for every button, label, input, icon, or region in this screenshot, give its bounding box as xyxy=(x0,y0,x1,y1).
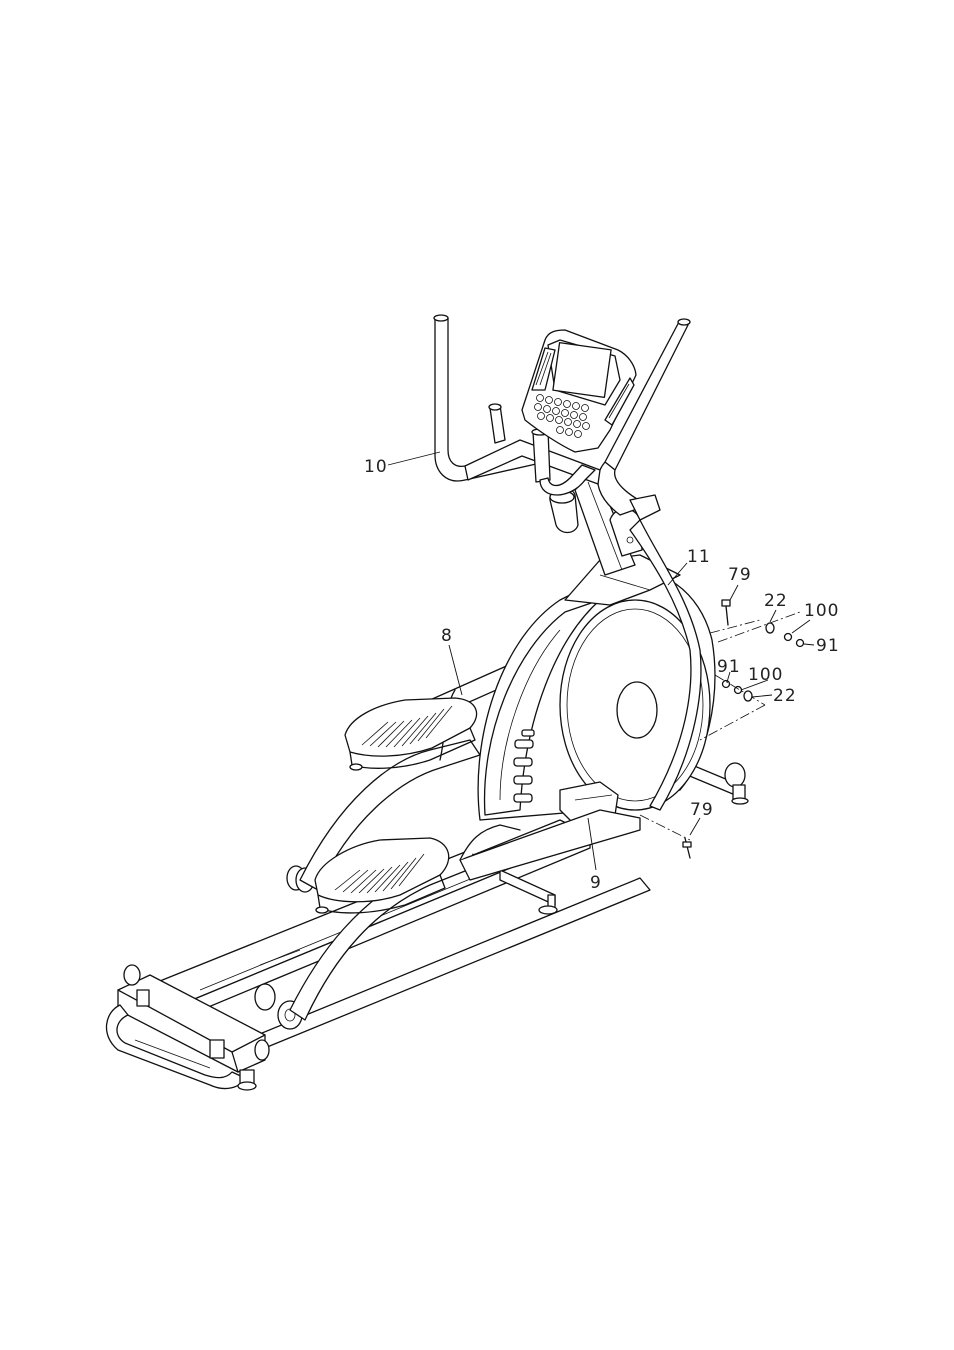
label-79-lower: 79 xyxy=(690,800,714,820)
label-9: 9 xyxy=(590,873,602,893)
label-100-lower: 100 xyxy=(748,665,783,685)
label-79-upper: 79 xyxy=(728,565,752,585)
label-11: 11 xyxy=(687,547,711,567)
base-rail xyxy=(106,760,748,1090)
label-100-upper: 100 xyxy=(804,601,839,621)
label-22-lower: 22 xyxy=(773,686,797,706)
label-91-lower: 91 xyxy=(717,657,741,677)
label-8: 8 xyxy=(441,626,453,646)
label-10: 10 xyxy=(364,457,388,477)
label-91-upper: 91 xyxy=(816,636,840,656)
label-22-upper: 22 xyxy=(764,591,788,611)
hardware-upper xyxy=(710,600,804,647)
